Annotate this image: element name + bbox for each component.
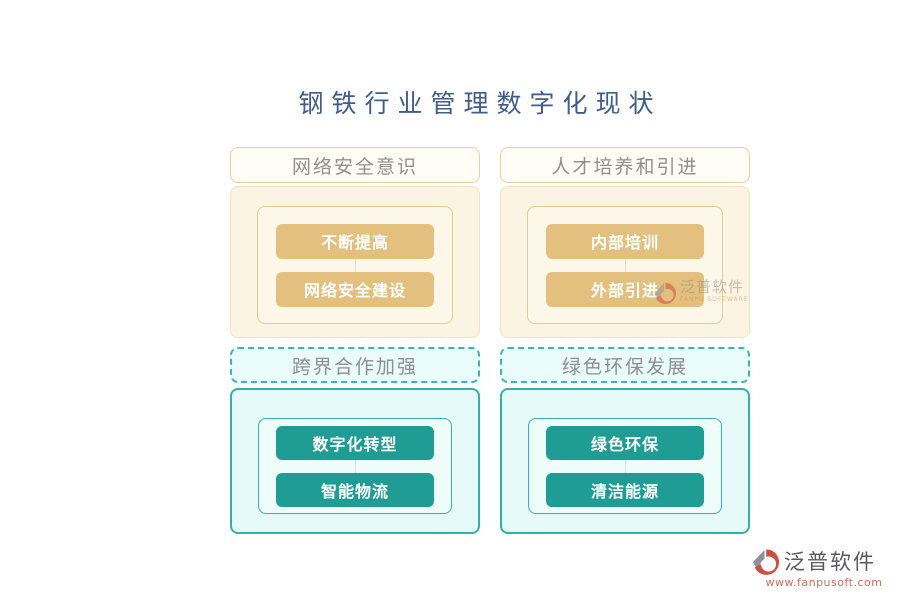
section-panel-cross-border-cooperation: 数字化转型 智能物流 — [230, 388, 480, 534]
section-inner-panel: 数字化转型 智能物流 — [258, 418, 452, 514]
diagram-column-right: 人才培养和引进 内部培训 外部引进 绿色环保发展 绿色环保 清洁能源 — [500, 147, 750, 534]
section-header-network-security: 网络安全意识 — [230, 147, 480, 183]
section-header-label: 绿色环保发展 — [561, 355, 688, 378]
node-green-environmental-protection: 绿色环保 — [546, 425, 704, 460]
section-panel-green-development: 绿色环保 清洁能源 — [500, 388, 750, 534]
watermark-brand: 泛普软件 — [680, 278, 745, 296]
section-header-label: 网络安全意识 — [291, 155, 418, 178]
section-panel-talent-cultivation: 内部培训 外部引进 — [500, 186, 750, 338]
section-header-label: 跨界合作加强 — [291, 355, 418, 378]
section-panel-network-security: 不断提高 网络安全建设 — [230, 186, 480, 338]
diagram-column-left: 网络安全意识 不断提高 网络安全建设 跨界合作加强 数字化转型 智能物流 — [230, 147, 480, 534]
node-connector-line — [624, 258, 626, 272]
section-header-talent-cultivation: 人才培养和引进 — [500, 147, 750, 183]
watermark-inline: 泛普软件 FANPU SOFTWARE — [652, 279, 749, 305]
fanpu-logo-icon — [752, 548, 779, 575]
node-network-security-construction: 网络安全建设 — [276, 271, 434, 307]
watermark-subtitle: FANPU SOFTWARE — [680, 296, 749, 303]
section-inner-panel: 绿色环保 清洁能源 — [528, 418, 722, 514]
page-title: 钢铁行业管理数字化现状 — [298, 89, 662, 118]
node-smart-logistics: 智能物流 — [276, 472, 434, 507]
section-inner-panel: 不断提高 网络安全建设 — [257, 206, 453, 324]
node-connector-line — [624, 459, 626, 473]
watermark-footer: 泛普软件 www.fanpusoft.com — [750, 546, 898, 589]
section-header-cross-border-cooperation: 跨界合作加强 — [230, 347, 480, 383]
section-inner-panel: 内部培训 外部引进 — [527, 206, 723, 324]
section-header-label: 人才培养和引进 — [551, 155, 699, 178]
watermark-url: www.fanpusoft.com — [765, 576, 883, 589]
node-digital-transformation: 数字化转型 — [276, 425, 434, 460]
node-internal-training: 内部培训 — [546, 223, 704, 259]
node-connector-line — [354, 459, 356, 473]
watermark-brand: 泛普软件 — [784, 550, 876, 574]
node-clean-energy: 清洁能源 — [546, 472, 704, 507]
fanpu-logo-icon — [654, 282, 676, 304]
node-connector-line — [354, 258, 356, 272]
node-constant-improvement: 不断提高 — [276, 223, 434, 259]
section-header-green-development: 绿色环保发展 — [500, 347, 750, 383]
node-external-introduction: 外部引进 — [546, 271, 704, 307]
